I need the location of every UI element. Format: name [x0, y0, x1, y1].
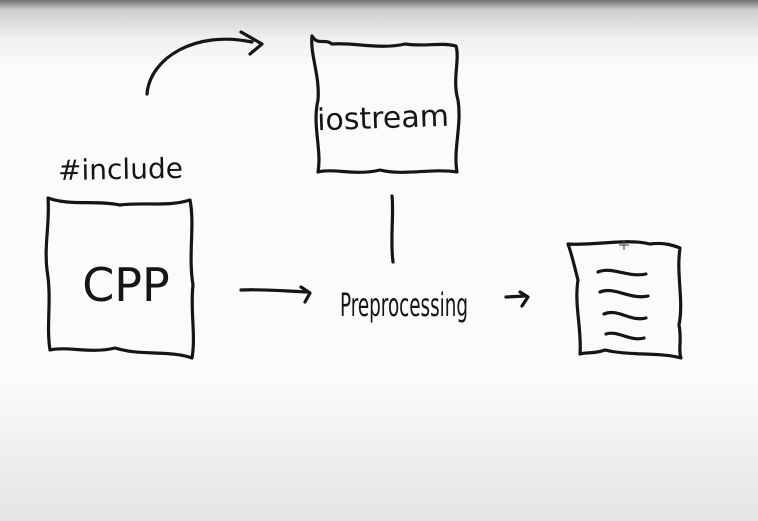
crosshair-cursor-icon — [619, 240, 629, 250]
output-line-4 — [604, 331, 646, 341]
include-label: #include — [58, 152, 183, 187]
output-line-1 — [596, 268, 648, 277]
iostream-label: iostream — [317, 99, 450, 139]
cpp-label: CPP — [82, 258, 170, 312]
include-arrow — [145, 30, 264, 96]
output-line-3 — [602, 311, 648, 321]
iostream-box: iostream — [310, 34, 461, 174]
output-line-2 — [598, 289, 650, 299]
output-document-box — [566, 240, 683, 360]
iostream-connector — [390, 194, 395, 264]
preprocessing-label: Preprocessing — [340, 286, 468, 324]
cpp-to-preprocessing-arrow — [239, 285, 312, 304]
cpp-box: CPP — [44, 196, 195, 360]
preprocessing-to-output-arrow — [504, 290, 530, 308]
